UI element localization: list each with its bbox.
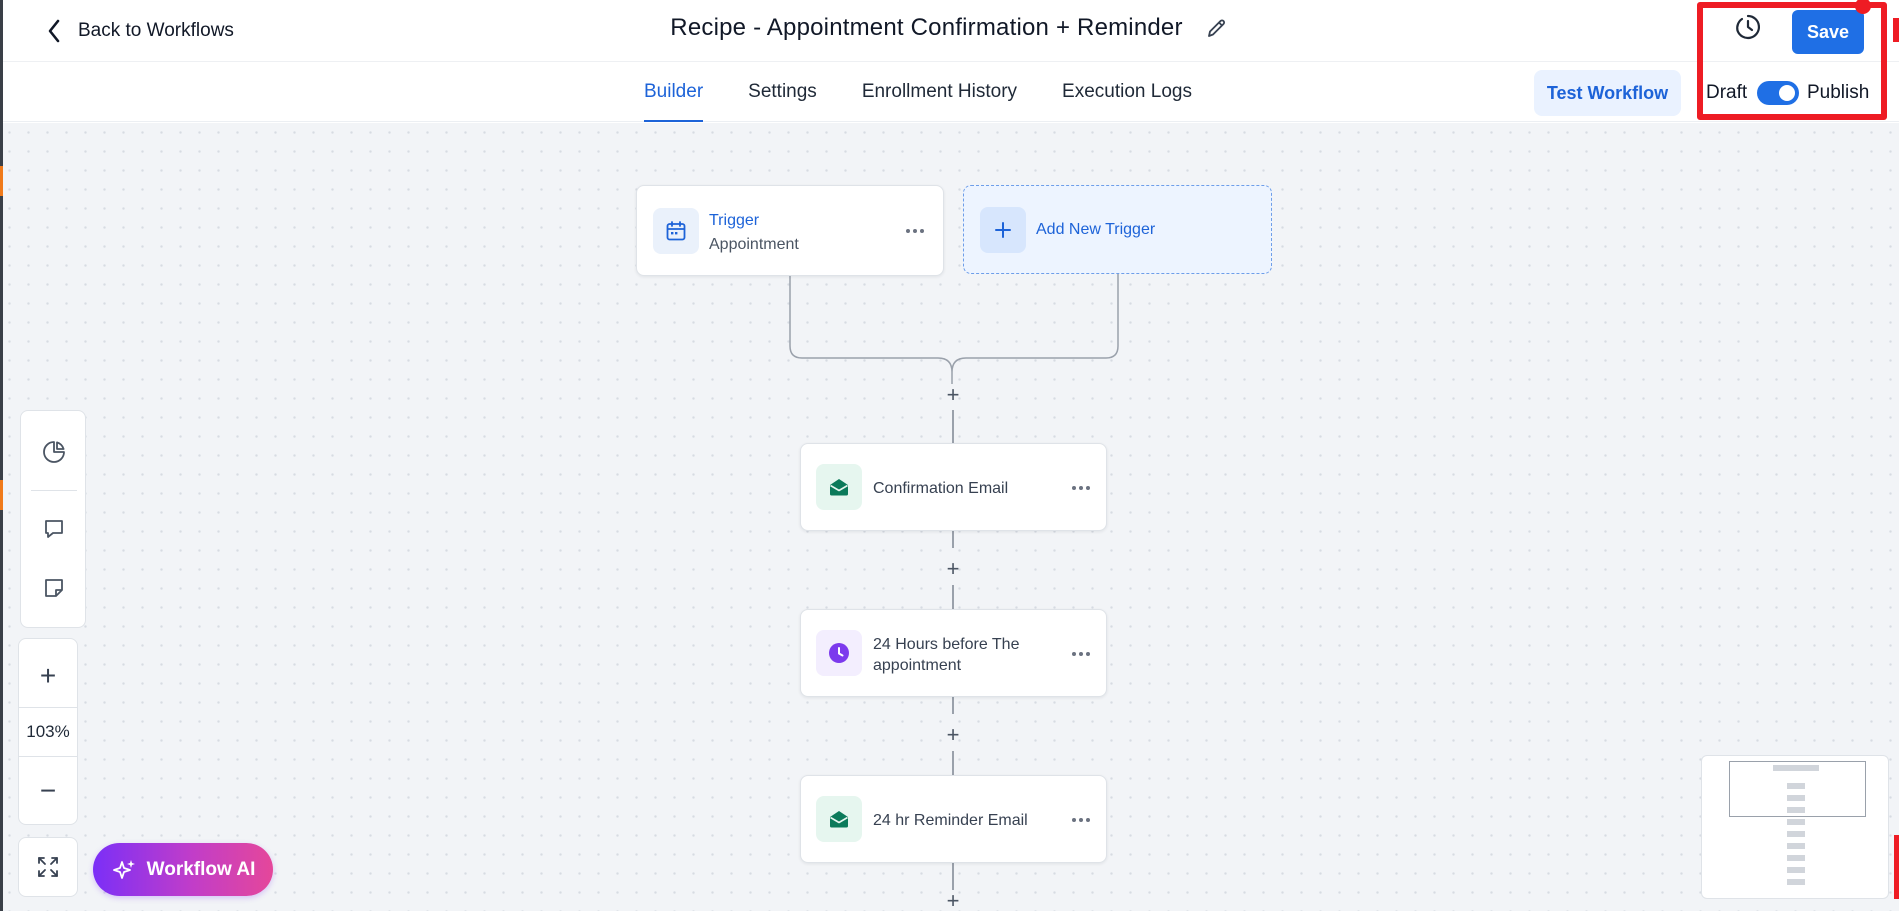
left-edge-marker: [0, 480, 3, 510]
highlight-annotation-box: [1697, 2, 1887, 120]
add-step-button[interactable]: +: [946, 722, 960, 747]
add-step-button[interactable]: +: [946, 382, 960, 407]
minimap-node: [1787, 795, 1805, 801]
more-options-icon[interactable]: [1069, 642, 1093, 666]
edge-highlight-mark: [1893, 18, 1899, 42]
action-label: 24 Hours before The appointment: [873, 636, 1020, 674]
left-edge-marker: [0, 166, 3, 196]
connector-line: [952, 531, 954, 548]
connector-line: [952, 751, 954, 775]
more-options-icon[interactable]: [903, 219, 927, 243]
minimap-viewport[interactable]: [1729, 761, 1866, 817]
minimap-node: [1787, 843, 1805, 849]
email-icon: [816, 464, 862, 510]
action-label: 24 hr Reminder Email: [873, 812, 1028, 829]
clock-icon: [816, 630, 862, 676]
more-options-icon[interactable]: [1069, 476, 1093, 500]
workflow-ai-button[interactable]: Workflow AI: [93, 843, 273, 896]
edge-highlight-mark: [1894, 835, 1899, 899]
sticky-note-icon[interactable]: [37, 571, 71, 605]
save-button[interactable]: Save: [1792, 10, 1864, 54]
pencil-icon[interactable]: [1205, 16, 1229, 40]
action-node-confirmation-email[interactable]: Confirmation Email: [800, 443, 1107, 531]
connector-line: [952, 585, 954, 609]
back-link-label: Back to Workflows: [78, 20, 234, 41]
sparkle-icon: [112, 859, 135, 879]
minimap-node: [1787, 819, 1805, 825]
action-label: Confirmation Email: [873, 480, 1009, 497]
add-new-trigger-button[interactable]: Add New Trigger: [963, 185, 1272, 274]
minimap-node: [1787, 867, 1805, 873]
calendar-icon: [653, 208, 699, 254]
minimap-node: [1787, 855, 1805, 861]
minimap-node: [1787, 879, 1805, 885]
comment-icon[interactable]: [37, 512, 71, 546]
add-step-button[interactable]: +: [946, 888, 960, 911]
canvas-minimap[interactable]: [1701, 755, 1889, 899]
tool-divider: [31, 490, 77, 491]
publish-label: Publish: [1807, 82, 1870, 103]
workflow-ai-label: Workflow AI: [146, 858, 256, 880]
action-node-wait-24-hours[interactable]: 24 Hours before The appointment: [800, 609, 1107, 697]
minimap-node: [1773, 765, 1819, 771]
zoom-in-button[interactable]: +: [39, 660, 57, 691]
more-options-icon[interactable]: [1069, 808, 1093, 832]
zoom-out-button[interactable]: −: [39, 775, 57, 806]
publish-toggle[interactable]: [1757, 81, 1799, 105]
top-bar: Back to Workflows Recipe - Appointment C…: [0, 0, 1899, 62]
tab-execution-logs[interactable]: Execution Logs: [1062, 81, 1192, 102]
connector-line: [952, 410, 954, 443]
connector-line: [952, 697, 954, 714]
window-left-border: [0, 0, 3, 911]
zoom-level: 103%: [19, 707, 77, 757]
trigger-node[interactable]: Trigger Appointment: [636, 185, 944, 276]
history-icon[interactable]: [1733, 12, 1763, 42]
workflow-tabs: Builder Settings Enrollment History Exec…: [644, 62, 1192, 122]
minimap-node: [1787, 783, 1805, 789]
fit-to-screen-icon[interactable]: [18, 837, 78, 897]
toggle-knob: [1779, 85, 1795, 101]
workflow-title: Recipe - Appointment Confirmation + Remi…: [670, 14, 1183, 41]
canvas-tool-panel: [20, 410, 86, 628]
trigger-title: Trigger: [709, 212, 760, 229]
minimap-node: [1787, 807, 1805, 813]
workflow-title-bar: Recipe - Appointment Confirmation + Remi…: [0, 14, 1899, 42]
tab-settings[interactable]: Settings: [748, 81, 817, 102]
tab-enrollment-history[interactable]: Enrollment History: [861, 81, 1018, 102]
email-icon: [816, 796, 862, 842]
back-to-workflows-link[interactable]: Back to Workflows: [44, 14, 234, 48]
plus-icon: [980, 207, 1026, 253]
analytics-icon[interactable]: [37, 435, 71, 469]
add-step-button[interactable]: +: [946, 556, 960, 581]
zoom-controls: + 103% −: [18, 638, 78, 825]
tab-builder[interactable]: Builder: [644, 62, 704, 122]
connector-line: [952, 863, 954, 890]
trigger-subtitle: Appointment: [709, 236, 799, 253]
test-workflow-button[interactable]: Test Workflow: [1534, 70, 1681, 116]
minimap-node: [1787, 831, 1805, 837]
draft-label: Draft: [1706, 82, 1748, 103]
add-trigger-label: Add New Trigger: [1036, 221, 1156, 238]
chevron-left-icon: [48, 19, 60, 43]
action-node-reminder-email[interactable]: 24 hr Reminder Email: [800, 775, 1107, 863]
